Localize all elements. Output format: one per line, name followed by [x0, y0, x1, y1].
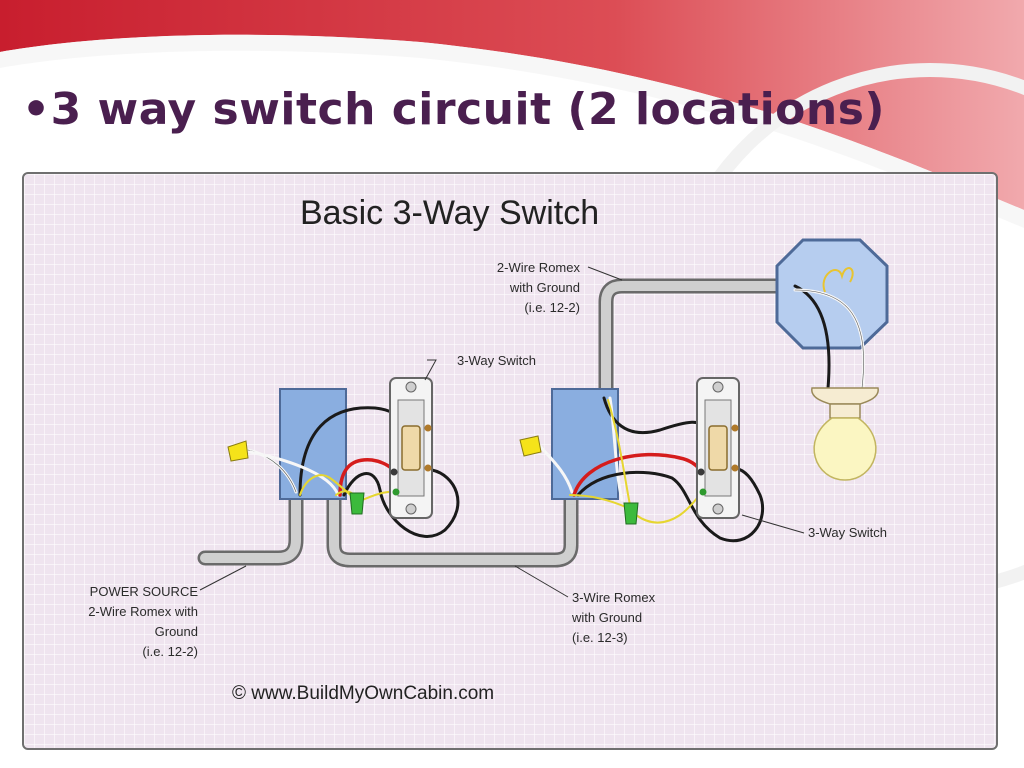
ground-wire: [607, 399, 631, 506]
black-wire: [602, 396, 707, 435]
wire-nuts: [227, 435, 639, 525]
romex-2wire-label-line2: with Ground: [509, 280, 580, 295]
white-wire: [248, 450, 340, 497]
romex-3wire-label-line2: with Ground: [571, 610, 642, 625]
power-source-cable-core: [200, 490, 301, 563]
leader-line: [199, 565, 247, 591]
switch-label-top: 3-Way Switch: [457, 353, 536, 368]
black-wire: [576, 466, 765, 543]
red-banner: [0, 0, 1024, 210]
three-wire-romex-cable: [326, 487, 579, 568]
leader-line: [587, 266, 623, 281]
wiring-diagram: Basic 3-Way Switch: [88, 194, 889, 704]
ground-wire: [635, 494, 701, 524]
leader-line: [424, 359, 437, 381]
copyright-credit: © www.BuildMyOwnCabin.com: [232, 683, 494, 704]
ground-wire: [569, 494, 629, 509]
power-source-label-line3: Ground: [155, 624, 198, 639]
leader-lines: [199, 266, 805, 598]
leader-line: [514, 565, 569, 598]
white-wire-outline: [794, 289, 864, 389]
wire-nut-icon: [227, 440, 249, 462]
wire-nut-icon: [519, 435, 542, 457]
banner-highlight: [0, 34, 1024, 228]
two-wire-romex-cable-core: [601, 281, 797, 403]
slide-title: •3 way switch circuit (2 locations): [22, 84, 886, 135]
power-source-label-line4: (i.e. 12-2): [142, 644, 198, 659]
power-source-label-line1: POWER SOURCE: [90, 584, 199, 599]
black-wire: [342, 468, 460, 538]
electrical-box-icon: [551, 388, 619, 500]
romex-3wire-label-line3: (i.e. 12-3): [572, 630, 628, 645]
red-wire: [572, 452, 704, 497]
three-way-switch-icon: [696, 377, 740, 519]
white-wire: [538, 444, 574, 494]
octagon-light-box-icon: [775, 238, 889, 350]
wire-nut-icon: [349, 492, 365, 515]
leader-line: [741, 514, 805, 534]
power-source-label-line2: 2-Wire Romex with: [88, 604, 198, 619]
fixture-bond-wire: [822, 267, 854, 293]
power-source-cable: [197, 487, 304, 566]
light-bulb-icon: [811, 387, 879, 481]
wire-nut-icon: [623, 502, 639, 525]
three-wire-romex-cable-core: [329, 490, 576, 565]
switch-label-right: 3-Way Switch: [808, 525, 887, 540]
romex-cables: [197, 278, 800, 568]
three-way-switch-icon: [389, 377, 433, 519]
romex-2wire-label-line1: 2-Wire Romex: [497, 260, 581, 275]
romex-3wire-label-line1: 3-Wire Romex: [572, 590, 656, 605]
diagram-title: Basic 3-Way Switch: [300, 194, 599, 232]
romex-2wire-label-line3: (i.e. 12-2): [524, 300, 580, 315]
